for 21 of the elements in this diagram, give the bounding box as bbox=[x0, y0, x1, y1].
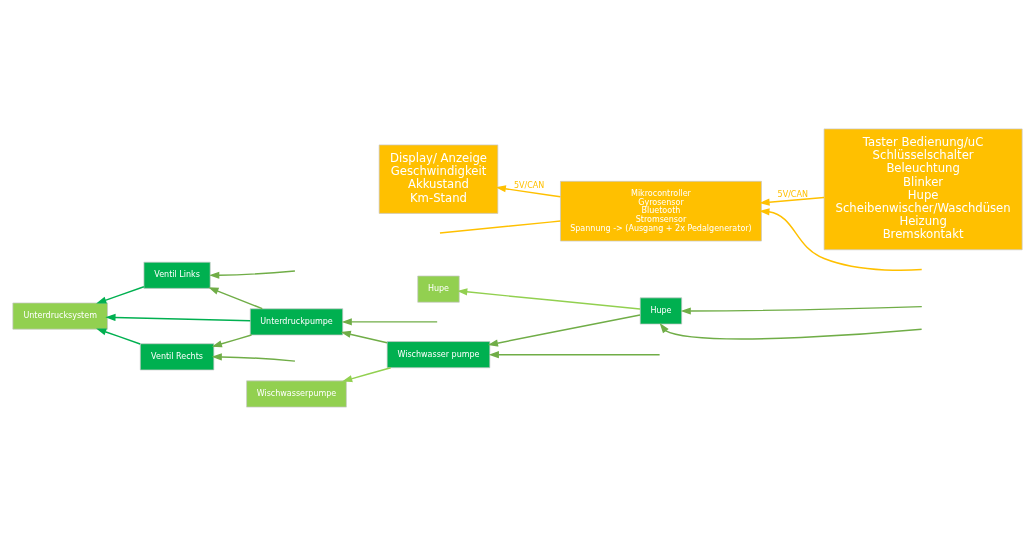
arrow bbox=[95, 285, 145, 304]
node-box: Taster Bedienung/uC Schlüsselschalter Beleuchtung Blinker Hupe Scheibenwischer/Waschdüsen Heizung Bremskontakt bbox=[823, 128, 1022, 250]
arrow bbox=[211, 352, 296, 362]
arrow bbox=[104, 313, 251, 321]
arrow bbox=[488, 350, 660, 358]
arrow bbox=[208, 269, 296, 279]
connector bbox=[438, 219, 561, 234]
arrow bbox=[758, 207, 922, 271]
arrow bbox=[456, 287, 641, 310]
arrow bbox=[758, 196, 825, 206]
arrow bbox=[340, 330, 388, 344]
arrow bbox=[95, 328, 141, 345]
arrow bbox=[680, 305, 922, 315]
arrow bbox=[341, 366, 391, 382]
arrow bbox=[211, 333, 252, 347]
arrow bbox=[207, 286, 263, 309]
arrow bbox=[495, 184, 561, 197]
arrow bbox=[659, 322, 922, 340]
arrow bbox=[341, 317, 438, 325]
node-box: Display/ Anzeige Geschwindigkeit Akkustand Km-Stand bbox=[378, 144, 498, 214]
arrow bbox=[487, 313, 641, 347]
